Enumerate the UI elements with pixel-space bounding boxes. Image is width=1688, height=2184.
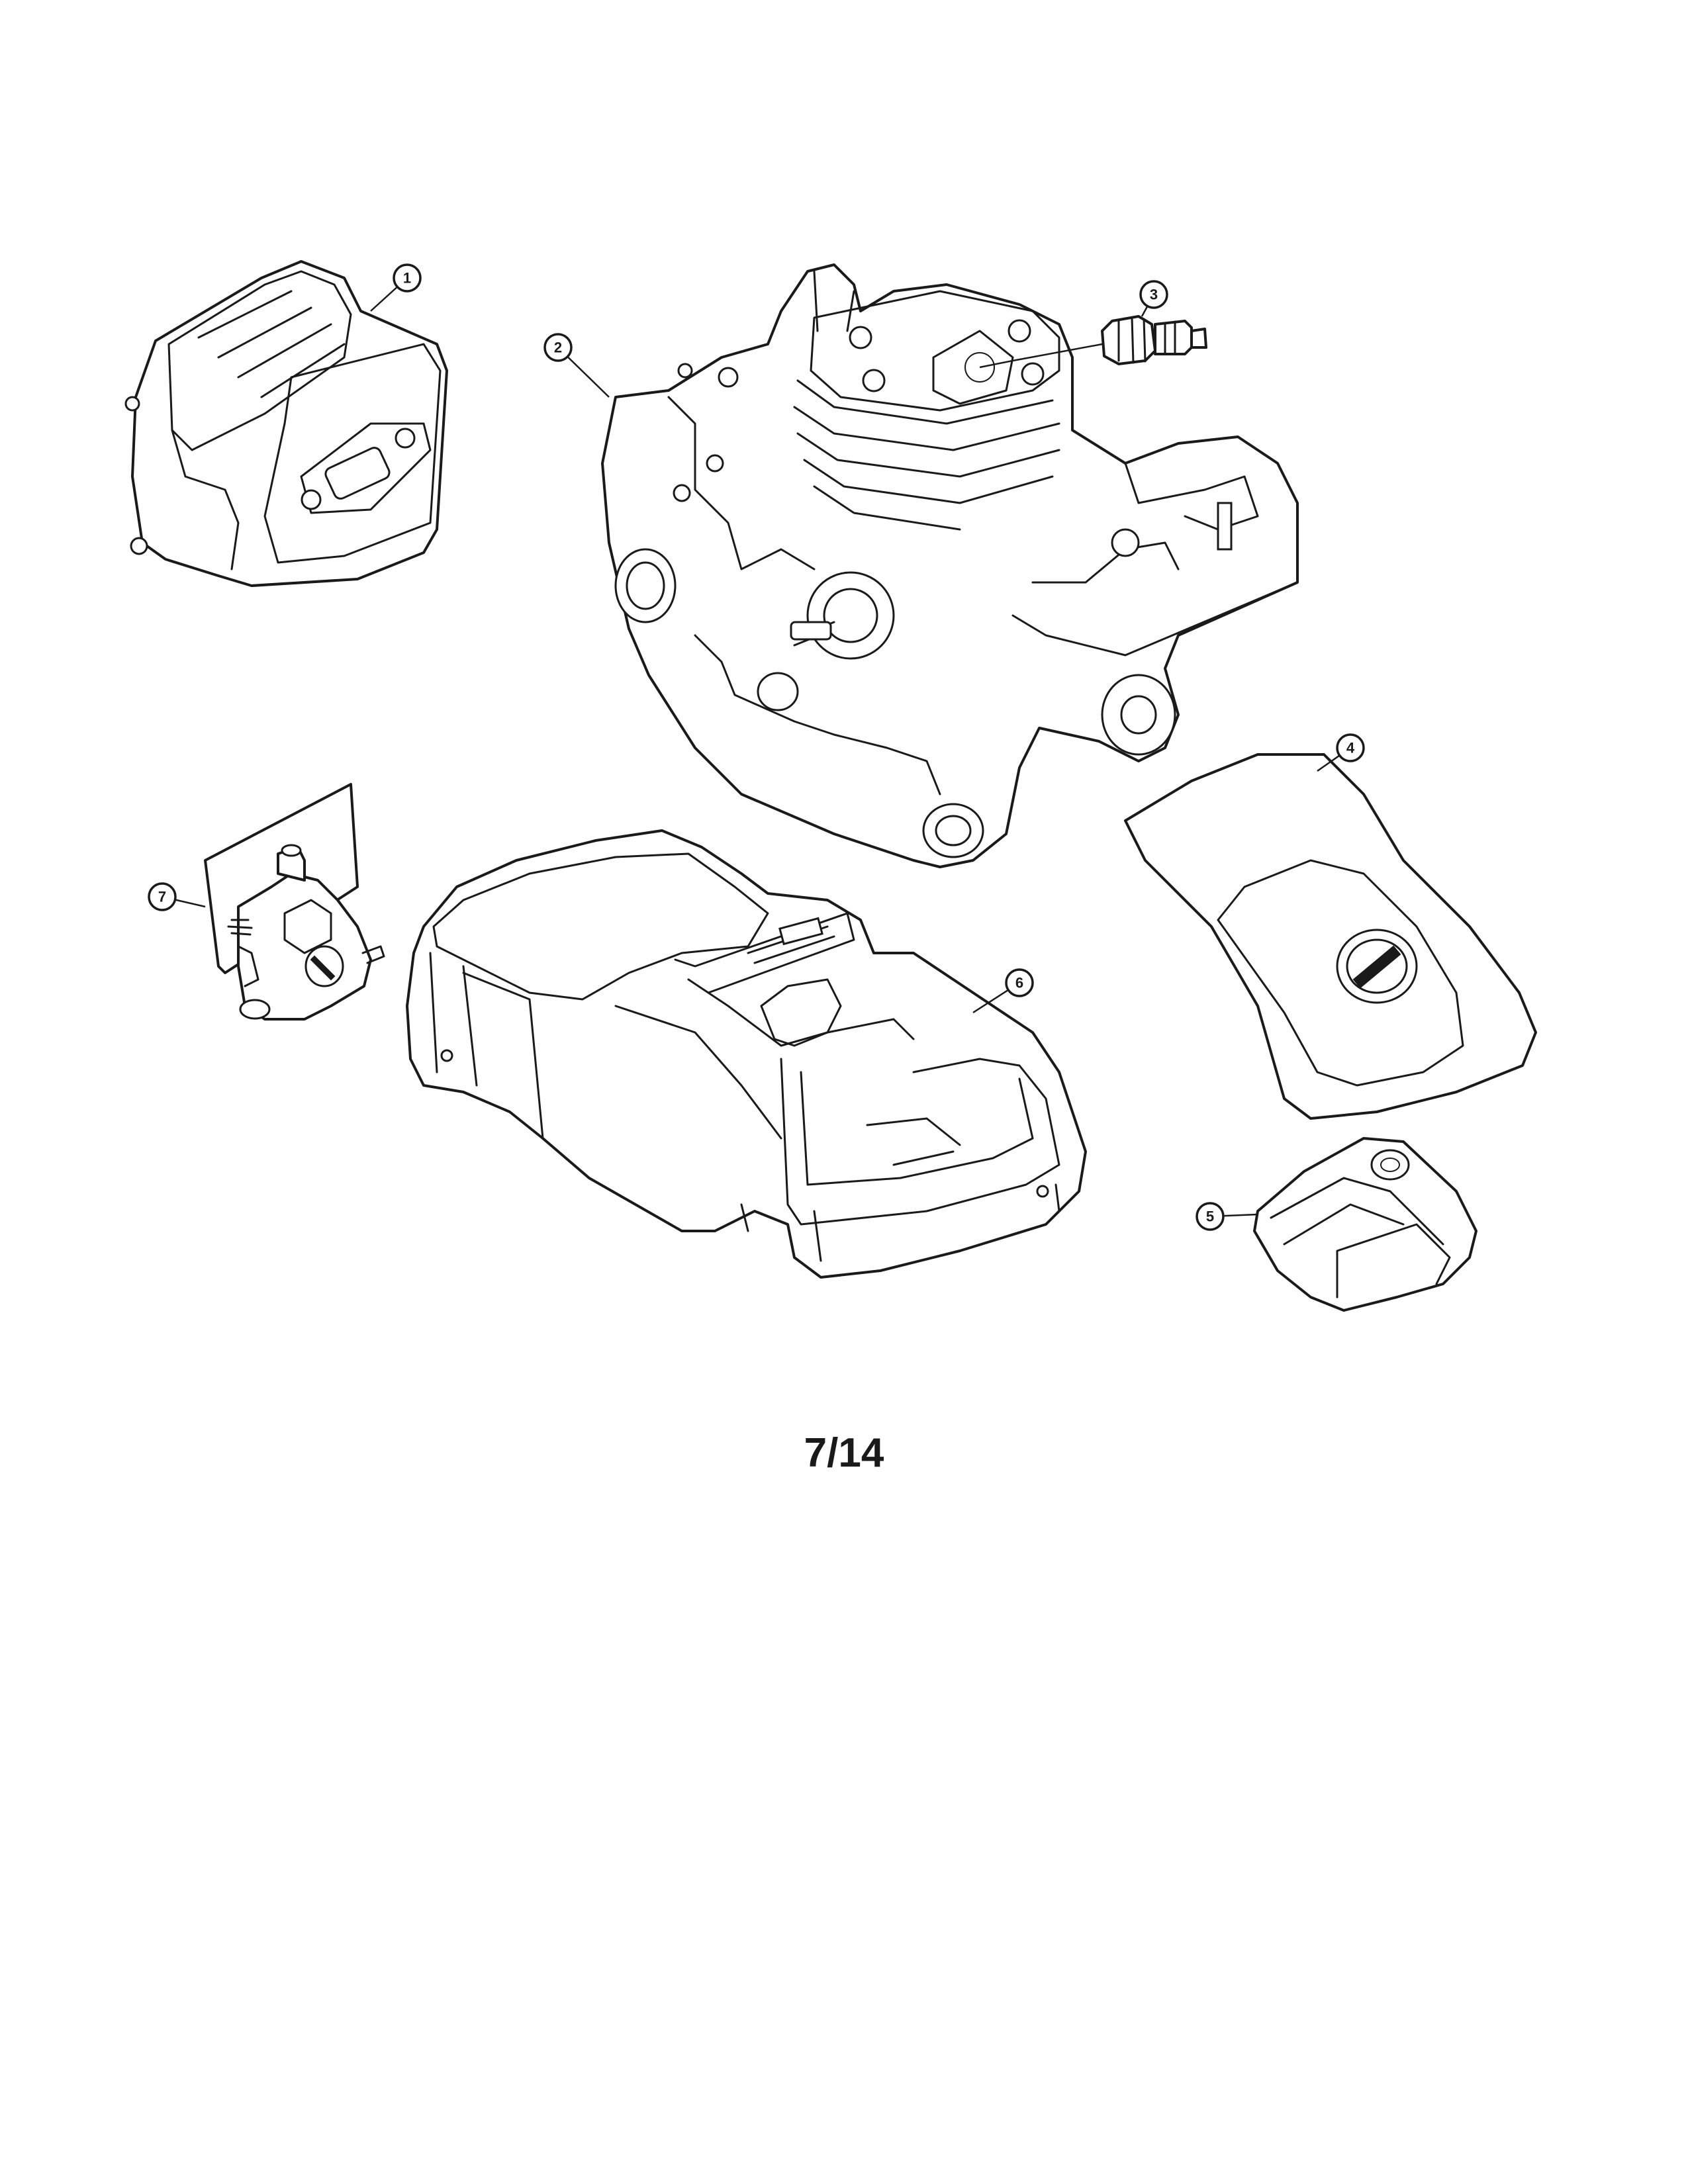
muffler-part xyxy=(124,260,448,587)
spark-plug-part xyxy=(979,315,1207,369)
top-housing-part xyxy=(406,829,1087,1279)
callout-2: 2 xyxy=(543,333,610,398)
callout-3-label: 3 xyxy=(1150,287,1158,303)
callout-1: 1 xyxy=(370,263,422,312)
callout-2-label: 2 xyxy=(554,340,562,356)
callout-7-label: 7 xyxy=(158,889,166,905)
callout-1-label: 1 xyxy=(403,270,411,287)
callout-6-label: 6 xyxy=(1015,975,1023,991)
callout-7: 7 xyxy=(148,882,206,911)
page-number: 7/14 xyxy=(804,1430,884,1476)
callout-4: 4 xyxy=(1317,733,1365,772)
callout-3: 3 xyxy=(1139,280,1168,317)
carburetor-part xyxy=(204,783,385,1021)
cylinder-cover-part xyxy=(1124,753,1537,1120)
crankcase-part xyxy=(601,263,1299,868)
callout-6: 6 xyxy=(972,968,1034,1014)
callout-5: 5 xyxy=(1196,1202,1258,1231)
callout-4-label: 4 xyxy=(1346,740,1355,756)
callout-5-label: 5 xyxy=(1206,1208,1214,1225)
air-filter-part xyxy=(1253,1137,1477,1312)
